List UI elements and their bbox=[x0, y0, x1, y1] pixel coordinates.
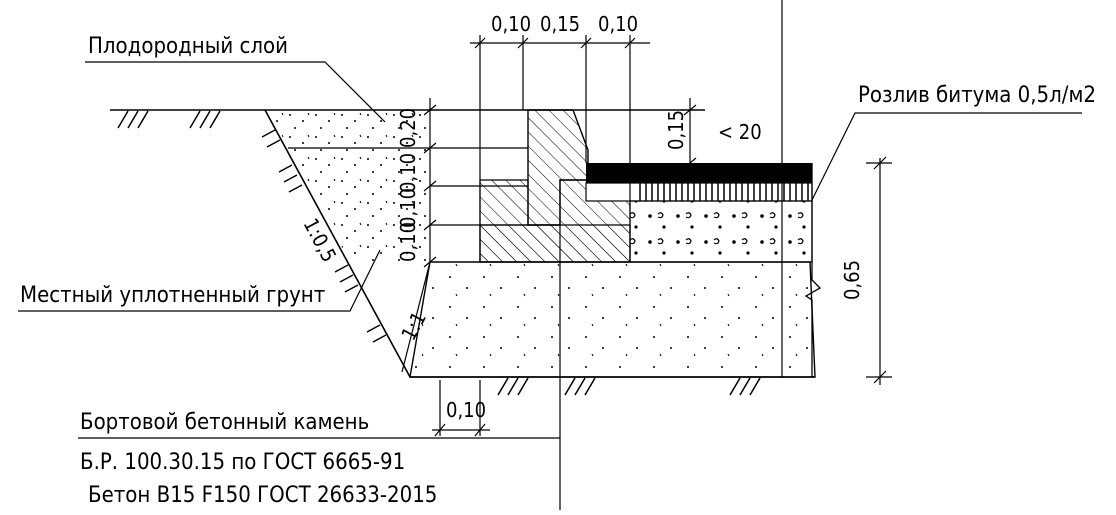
dim-top-left: 0,10 bbox=[491, 12, 532, 36]
dim-top-right: 0,10 bbox=[598, 12, 639, 36]
fertile-layer-label: Плодородный слой bbox=[88, 34, 289, 59]
break-line bbox=[804, 163, 822, 377]
gravel-base-layer bbox=[629, 200, 813, 263]
bottom-hatch bbox=[497, 377, 761, 396]
dim-total-depth: 0,65 bbox=[840, 259, 864, 300]
local-soil-label: Местный уплотненный грунт bbox=[20, 283, 326, 308]
curb-concrete-label: Бетон В15 F150 ГОСТ 26633-2015 bbox=[88, 483, 438, 508]
leader-fertile bbox=[85, 61, 386, 123]
asphalt-layer bbox=[586, 163, 812, 183]
dim-curb-height: 0,15 bbox=[664, 109, 688, 150]
curb-title-label: Бортовой бетонный камень bbox=[80, 410, 370, 435]
dim-bottom-width: 0,10 bbox=[446, 398, 487, 422]
curb-spec-label: Б.Р. 100.30.15 по ГОСТ 6665-91 bbox=[80, 450, 406, 475]
slope-hatch bbox=[261, 129, 387, 343]
leader-bitumen bbox=[811, 112, 1082, 201]
bitumen-spill-label: Розлив битума 0,5л/м2 bbox=[858, 83, 1096, 108]
ground-hatch-left bbox=[117, 110, 221, 129]
dim-layer-4: 0,10 bbox=[396, 221, 420, 262]
dim-curb-reveal: < 20 bbox=[718, 120, 762, 144]
base-sand-layer bbox=[409, 261, 816, 378]
dim-top-mid: 0,15 bbox=[540, 12, 581, 36]
dim-layer-1: 0,20 bbox=[396, 107, 420, 148]
bitumen-ticks bbox=[639, 183, 809, 201]
leader-soil bbox=[18, 249, 381, 312]
